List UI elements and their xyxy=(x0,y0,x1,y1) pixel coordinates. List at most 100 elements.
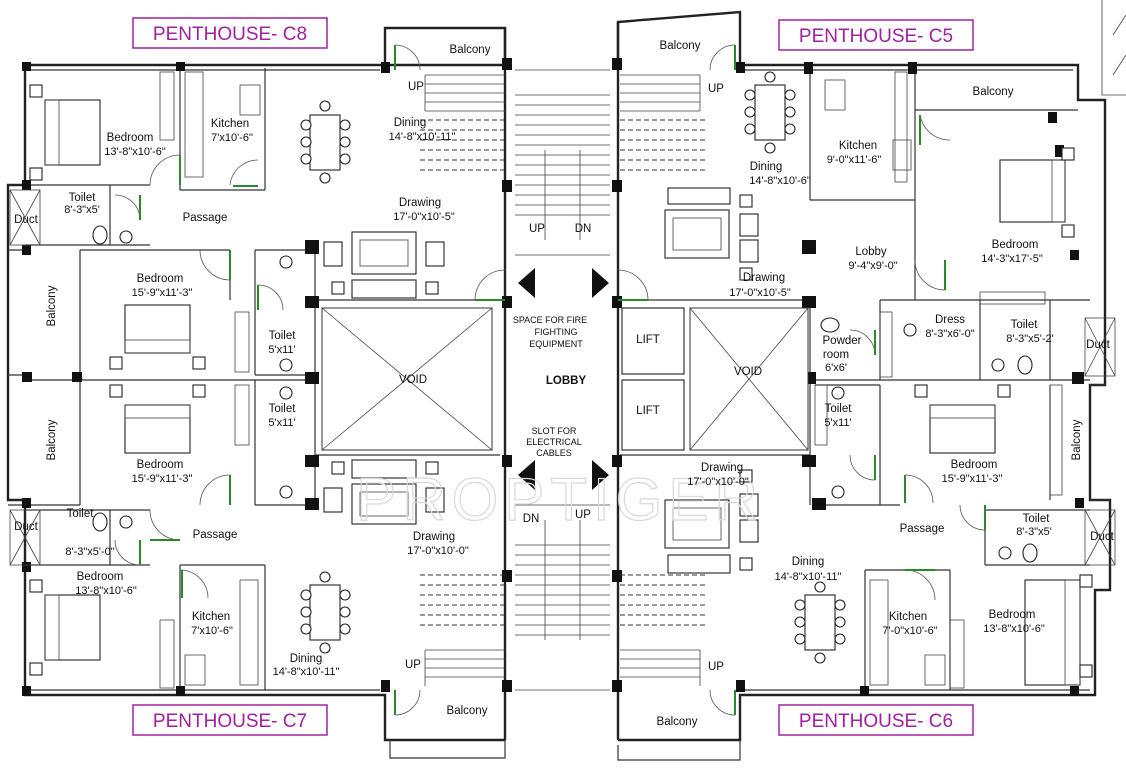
penthouse-label-c6: PENTHOUSE- C6 xyxy=(778,704,974,736)
c5-kitchen-dimension: 9'-0"x11'-6" xyxy=(827,154,882,166)
penthouse-label-c7: PENTHOUSE- C7 xyxy=(132,704,328,736)
lift-shafts xyxy=(621,307,685,451)
kitchen-counters xyxy=(184,71,946,686)
c6-balcony-bottom-label: Balcony xyxy=(657,716,698,728)
c5-powder-dimension: 6'x6' xyxy=(825,362,847,374)
c7-toilet-dimension: 5'x11' xyxy=(268,417,295,429)
doors xyxy=(114,44,986,716)
fire-equipment-label: FIGHTING xyxy=(535,327,578,337)
dining-table-c5 xyxy=(744,71,796,154)
c8-drawing-label: Drawing xyxy=(399,197,441,209)
staircase-top xyxy=(420,69,705,256)
c5-lobby-label: Lobby xyxy=(855,246,887,258)
c5-duct-label: Duct xyxy=(1086,339,1110,351)
c5-drawing-label: Drawing xyxy=(743,272,785,284)
c5-toilet-label: Toilet xyxy=(1011,319,1039,331)
dining-table-c7 xyxy=(300,571,351,654)
toilet-fixtures xyxy=(92,225,1038,563)
sofa-set-c6 xyxy=(664,469,759,574)
c8-kitchen-dimension: 7'x10'-6" xyxy=(211,132,253,144)
c6-kitchen-label: Kitchen xyxy=(889,611,927,623)
c6-drawing-label: Drawing xyxy=(701,462,743,474)
c8-bedroom2-dimension: 15'-9"x11'-3" xyxy=(132,287,193,299)
c6-passage-label: Passage xyxy=(900,523,945,535)
stair-up-label: UP xyxy=(708,83,724,95)
lobby-arrows xyxy=(518,268,609,490)
c7-duct-label: Duct xyxy=(14,521,38,533)
electrical-slot-label: CABLES xyxy=(536,448,572,458)
c5-powder-label: room xyxy=(823,349,849,361)
lobby-label: LOBBY xyxy=(546,375,587,387)
ducts xyxy=(9,189,1116,566)
c5-lobby-dimension: 9'-4"x9'-0" xyxy=(848,260,897,272)
penthouse-label-c8: PENTHOUSE- C8 xyxy=(132,17,328,49)
stair-down-label: DN xyxy=(523,513,540,525)
c7-drawing-label: Drawing xyxy=(413,531,455,543)
void-label: VOID xyxy=(399,374,427,386)
void-left xyxy=(321,307,493,451)
c6-toilet-label: Toilet xyxy=(825,403,853,415)
north-arrow-icon xyxy=(1101,0,1126,96)
stair-up-label: UP xyxy=(408,81,424,93)
c8-toilet2-label: Toilet xyxy=(269,330,297,342)
c6-bedroom2-label: Bedroom xyxy=(989,609,1036,621)
stair-up-label: UP xyxy=(405,659,421,671)
c6-balcony-side-label: Balcony xyxy=(1071,419,1083,460)
c7-toilet-label: Toilet xyxy=(269,403,297,415)
penthouse-c8-text: PENTHOUSE- C8 xyxy=(153,24,307,45)
c5-dining-dimension: 14'-8"x10'-6" xyxy=(749,175,811,187)
c6-bedroom-label: Bedroom xyxy=(951,459,998,471)
c7-toilet2-dimension: 8'-3"x5'-0" xyxy=(65,546,114,558)
c7-bedroom-dimension: 15'-9"x11'-3" xyxy=(132,473,193,485)
stair-up-label: UP xyxy=(575,509,591,521)
structural-columns xyxy=(22,58,1084,696)
c5-dining-label: Dining xyxy=(750,161,783,173)
wardrobes xyxy=(159,71,1063,689)
c5-drawing-dimension: 17'-0"x10'-5" xyxy=(729,287,791,299)
c6-toilet-dimension: 5'x11' xyxy=(824,417,851,429)
fire-equipment-label: EQUIPMENT xyxy=(529,339,583,349)
penthouse-label-c5: PENTHOUSE- C5 xyxy=(778,19,974,51)
c7-kitchen-dimension: 7'x10'-6" xyxy=(191,625,233,637)
c8-bedroom2-label: Bedroom xyxy=(137,273,184,285)
c8-dining-label: Dining xyxy=(394,117,427,129)
beds xyxy=(29,84,1093,686)
c5-bedroom-dimension: 14'-3"x17'-5" xyxy=(981,253,1043,265)
dining-table-c6 xyxy=(794,581,846,664)
stair-up-label: UP xyxy=(708,661,724,673)
c8-balcony-side-label: Balcony xyxy=(46,285,58,326)
c5-powder-label: Powder xyxy=(823,335,862,347)
c8-drawing-dimension: 17'-0"x10'-5" xyxy=(393,211,455,223)
c6-duct-label: Duct xyxy=(1090,531,1114,543)
c7-dining-label: Dining xyxy=(290,653,323,665)
c8-bedroom-label: Bedroom xyxy=(107,132,154,144)
c8-dining-dimension: 14'-8"x10'-11" xyxy=(389,131,456,143)
lift-label: LIFT xyxy=(636,405,660,417)
c5-toilet-dimension: 8'-3"x5'-2' xyxy=(1006,333,1054,345)
c6-dining-dimension: 14'-8"x10'-11" xyxy=(775,571,842,583)
watermark-text: PROPTIGER xyxy=(356,466,763,533)
electrical-slot-label: SLOT FOR xyxy=(532,426,577,436)
c7-balcony-bottom-label: Balcony xyxy=(447,705,488,717)
c6-bedroom2-dimension: 13'-8"x10'-6" xyxy=(983,623,1045,635)
sofa-set-c8 xyxy=(323,231,445,299)
c5-bedroom-label: Bedroom xyxy=(992,239,1039,251)
c8-toilet2-dimension: 5'x11' xyxy=(268,344,295,356)
void-label: VOID xyxy=(734,366,762,378)
c5-dress-dimension: 8'-3"x6'-0" xyxy=(925,328,974,340)
void-right xyxy=(689,307,809,451)
stair-down-label: DN xyxy=(575,223,592,235)
c6-bedroom-dimension: 15'-9"x11'-3" xyxy=(942,473,1003,485)
c8-balcony-label: Balcony xyxy=(450,44,491,56)
c5-balcony-right-label: Balcony xyxy=(973,86,1014,98)
c7-passage-label: Passage xyxy=(193,529,238,541)
penthouse-c7-text: PENTHOUSE- C7 xyxy=(153,711,307,732)
c5-balcony-label: Balcony xyxy=(660,40,701,52)
c6-kitchen-dimension: 7'-0"x10'-6" xyxy=(882,625,938,637)
penthouse-c6-text: PENTHOUSE- C6 xyxy=(799,711,953,732)
c7-bedroom-label: Bedroom xyxy=(137,459,184,471)
c7-toilet2-label: Toilet xyxy=(67,508,95,520)
c7-bedroom2-dimension: 13'-8"x10'-6" xyxy=(75,585,137,597)
c8-kitchen-label: Kitchen xyxy=(211,118,249,130)
electrical-slot-label: ELECTRICAL xyxy=(526,437,582,447)
